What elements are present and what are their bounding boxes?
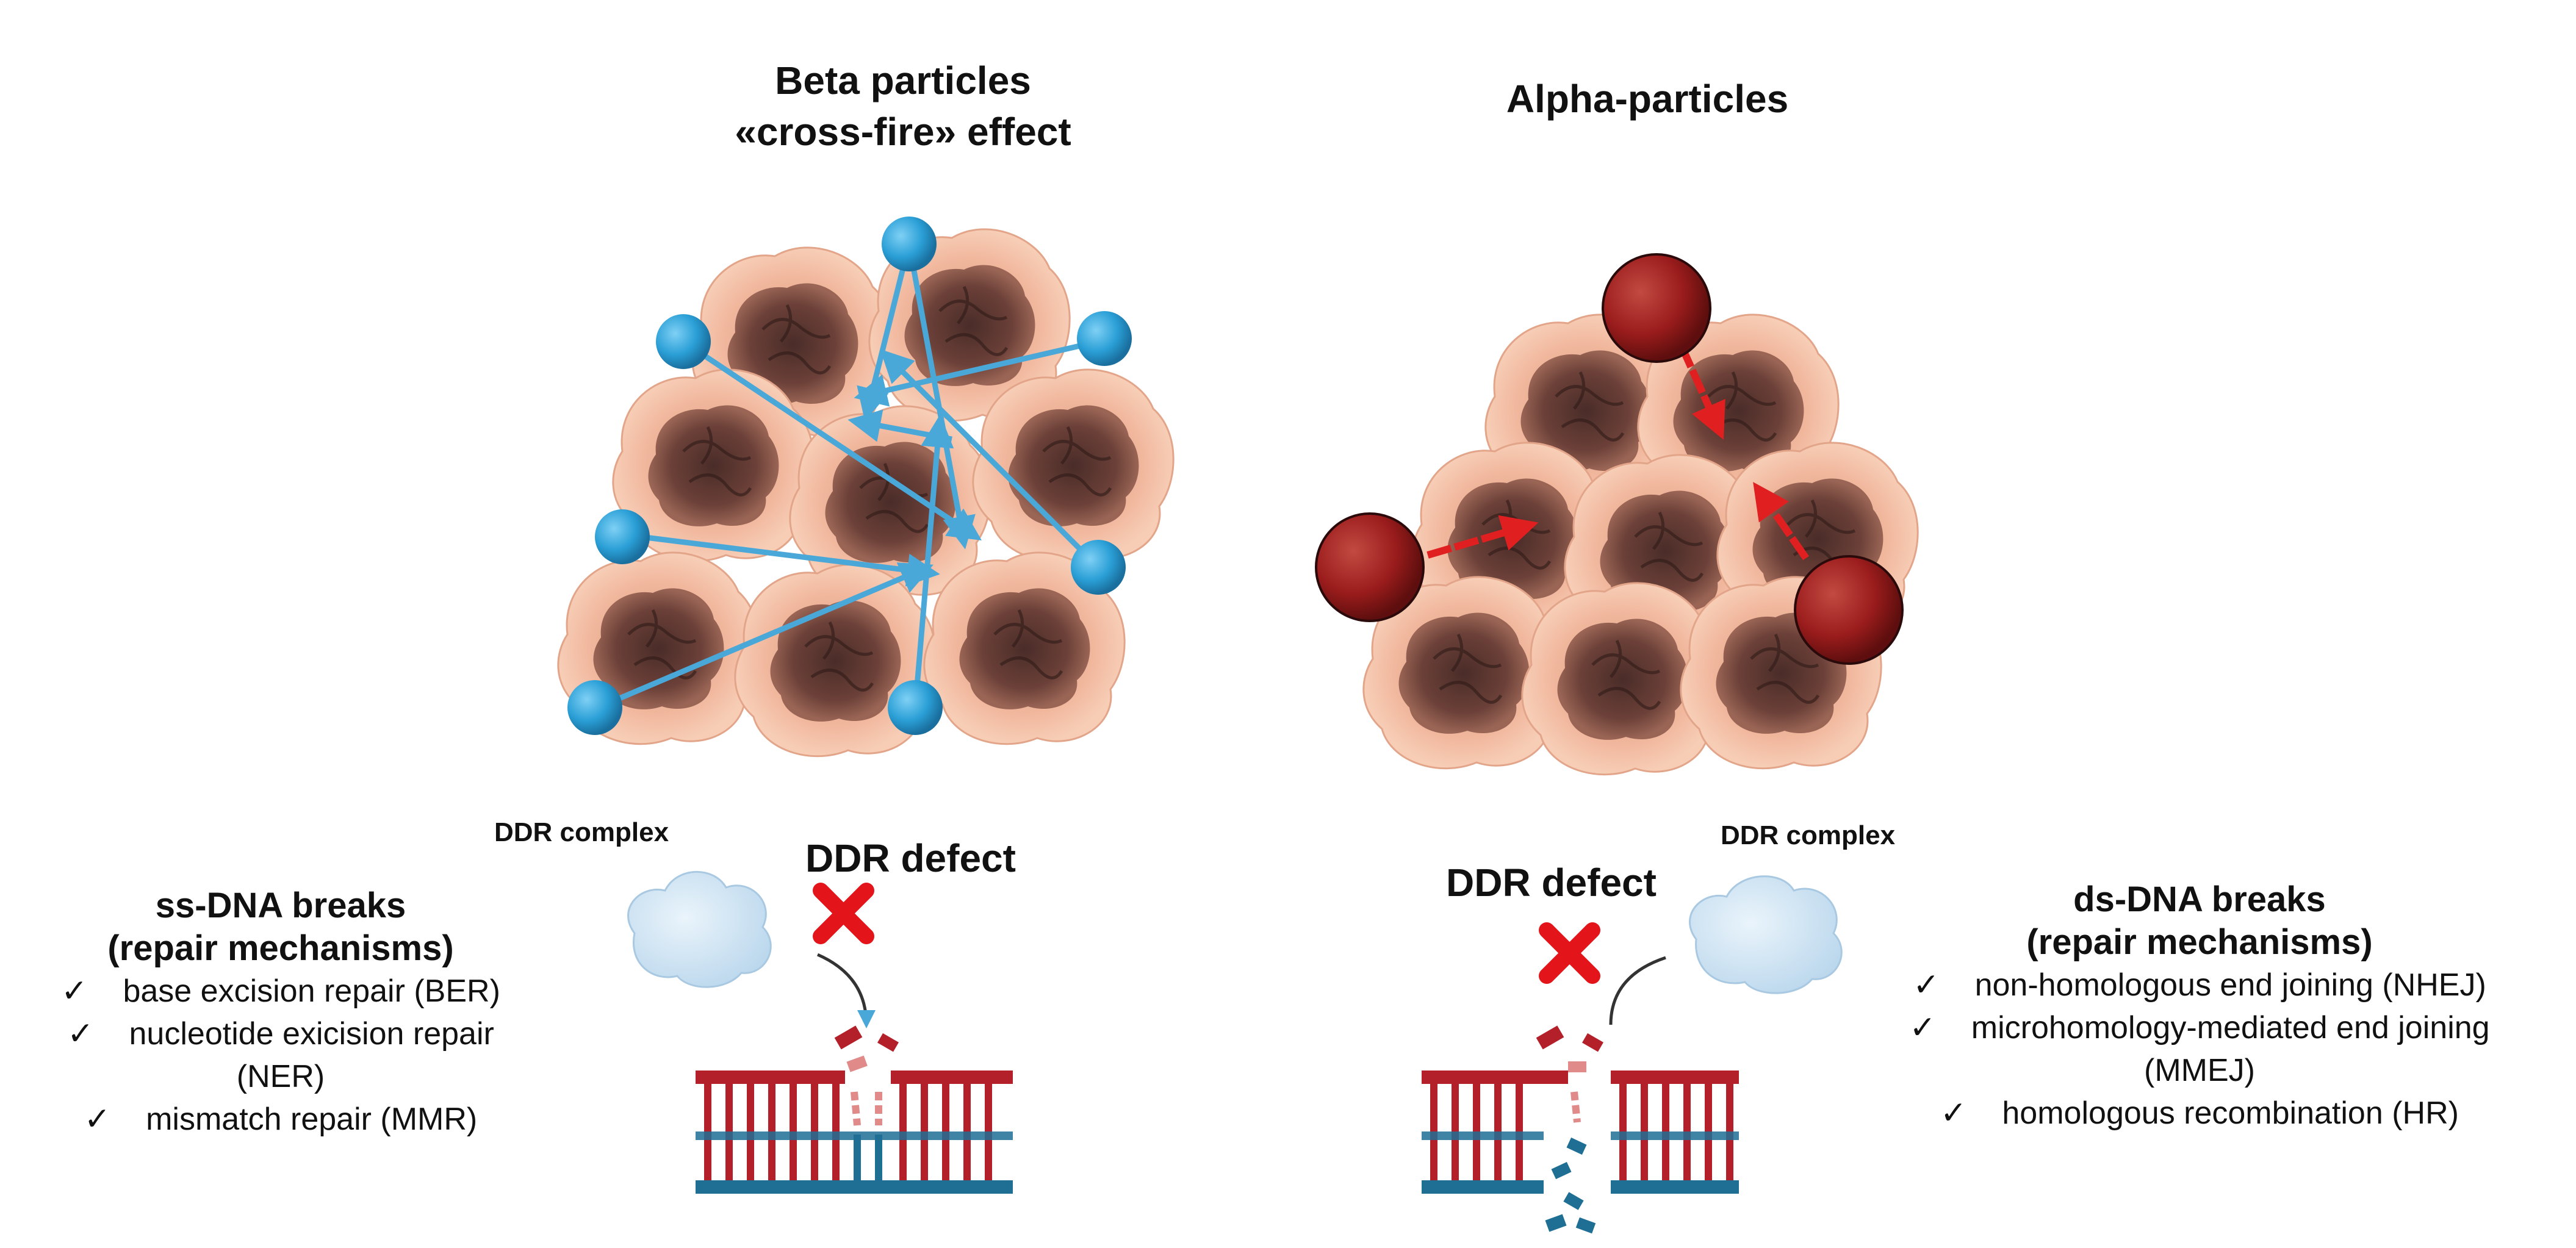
beta-arrow [640, 534, 940, 587]
list-item: ✓ non-homologous end joining (NHEJ) [1849, 964, 2550, 1006]
beta-particle [882, 217, 937, 271]
alpha-x-mark [1539, 922, 1600, 984]
beta-title-line1: Beta particles [775, 59, 1031, 102]
alpha-title: Alpha-particles [1506, 77, 1789, 121]
beta-ddr-defect-label: DDR defect [805, 836, 1016, 880]
alpha-curved-arrow [1609, 956, 1666, 1025]
beta-particle [567, 680, 622, 735]
beta-particle [656, 314, 711, 369]
beta-particle [595, 509, 650, 564]
beta-arrow [912, 414, 954, 708]
check-icon: ✓ [67, 1016, 94, 1052]
alpha-ddr-complex-label: DDR complex [1721, 820, 1896, 850]
beta-repair-title-line2: (repair mechanisms) [107, 928, 454, 968]
alpha-arrows [1427, 343, 1809, 561]
beta-particles [567, 217, 1132, 735]
alpha-cell-cluster [1364, 315, 1918, 775]
list-item-text: homologous recombination (HR) [2002, 1096, 2459, 1131]
check-icon: ✓ [1913, 967, 1940, 1003]
check-icon: ✓ [84, 1102, 111, 1137]
beta-title: Beta particles «cross-fire» effect [659, 55, 1147, 157]
beta-x-mark [813, 883, 874, 944]
beta-arrow [906, 243, 976, 550]
check-icon: ✓ [1909, 1010, 1936, 1045]
alpha-repair-title: ds-DNA breaks (repair mechanisms) [1849, 878, 2550, 964]
beta-arrow [597, 562, 934, 711]
alpha-particle [1794, 555, 1904, 665]
beta-ddr-complex-label: DDR complex [494, 817, 669, 847]
beta-arrow [682, 339, 982, 540]
alpha-particle [1602, 253, 1711, 363]
check-icon: ✓ [1940, 1096, 1967, 1131]
alpha-particle [1315, 512, 1425, 622]
list-item: ✓ mismatch repair (MMR) [18, 1098, 543, 1141]
beta-repair-block: ss-DNA breaks (repair mechanisms) ✓ base… [18, 884, 543, 1141]
list-item-text: non-homologous end joining (NHEJ) [1974, 967, 2486, 1003]
alpha-arrow [1427, 515, 1539, 559]
alpha-dna [1422, 1025, 1739, 1234]
beta-repair-list: ✓ base excision repair (BER) ✓ nucleotid… [18, 970, 543, 1141]
beta-repair-title: ss-DNA breaks (repair mechanisms) [18, 884, 543, 970]
list-item: ✓ homologous recombination (HR) [1849, 1092, 2550, 1135]
beta-ddr-cloud [627, 870, 772, 988]
alpha-repair-title-line1: ds-DNA breaks [2073, 880, 2326, 919]
alpha-repair-title-line2: (repair mechanisms) [2026, 922, 2373, 962]
alpha-arrow [1753, 482, 1809, 561]
list-item-text: base excision repair (BER) [123, 974, 500, 1009]
beta-arrows [597, 243, 1099, 711]
alpha-ddr-cloud [1689, 875, 1843, 994]
beta-title-line2: «cross-fire» effect [735, 110, 1071, 154]
list-item-text: nucleotide exicision repair [129, 1016, 494, 1052]
alpha-particles [1315, 253, 1904, 665]
beta-arrow [854, 339, 1099, 407]
list-item-text: microhomology-mediated end joining [1971, 1010, 2490, 1045]
list-item: (NER) [18, 1055, 543, 1098]
beta-cell-cluster [558, 229, 1173, 756]
list-item: ✓ microhomology-mediated end joining [1849, 1006, 2550, 1049]
list-item-text: (MMEJ) [2144, 1053, 2255, 1088]
beta-particle [888, 680, 943, 735]
beta-repair-title-line1: ss-DNA breaks [155, 886, 406, 925]
list-item: ✓ base excision repair (BER) [18, 970, 543, 1013]
alpha-repair-list: ✓ non-homologous end joining (NHEJ) ✓ mi… [1849, 964, 2550, 1135]
beta-particle [1077, 311, 1132, 366]
check-icon: ✓ [61, 974, 88, 1009]
list-item: (MMEJ) [1849, 1049, 2550, 1092]
alpha-ddr-defect-label: DDR defect [1446, 861, 1657, 905]
beta-curved-arrow [816, 953, 876, 1028]
beta-particle [1071, 540, 1126, 595]
beta-arrow [880, 349, 1095, 564]
beta-cell [973, 370, 1173, 561]
list-item-text: (NER) [236, 1059, 325, 1094]
list-item-text: mismatch repair (MMR) [146, 1102, 478, 1137]
list-item: ✓ nucleotide exicision repair [18, 1013, 543, 1055]
beta-arrow [847, 409, 952, 442]
alpha-repair-block: ds-DNA breaks (repair mechanisms) ✓ non-… [1849, 878, 2550, 1135]
alpha-arrow [1677, 343, 1725, 440]
beta-dna [696, 1025, 1013, 1194]
